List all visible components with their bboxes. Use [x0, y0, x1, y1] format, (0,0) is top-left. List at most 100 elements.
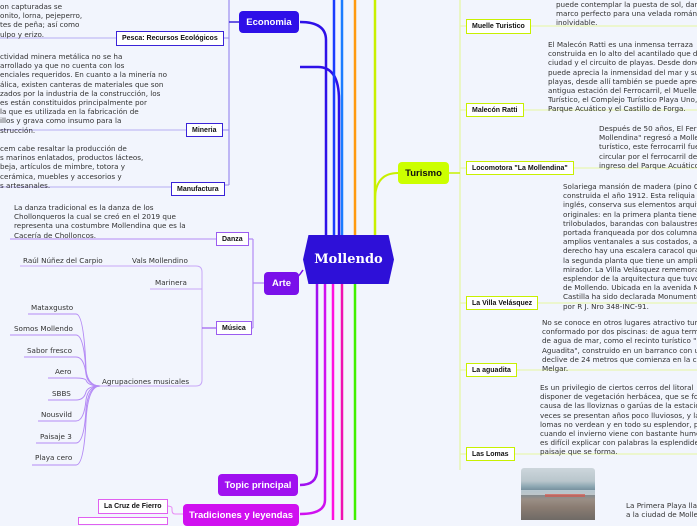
photo-surf [521, 490, 595, 495]
central-topic-shape [303, 235, 394, 284]
note-line: Cacería de Cholloncos. [14, 230, 97, 240]
central-topic-label: Mollendo [314, 252, 383, 267]
note-line: playas, desde allí también se puede apre… [548, 76, 697, 86]
mineria-note: ctividad minera metálica no se ha arroll… [0, 52, 167, 135]
note-line: arrollado ya que no cuenta con los [0, 61, 125, 71]
note-line: Turístico, el Complejo Turístico Playa U… [548, 95, 697, 105]
note-line: de agua de mar, como el recinto turístic… [542, 336, 697, 346]
subtopic-villa-velasquez[interactable]: La Villa Velásquez [466, 296, 539, 310]
subtopic-musica[interactable]: Música [216, 321, 252, 335]
leaf-raul-nunez[interactable]: Raúl Núñez del Carpio [23, 256, 103, 265]
note-line: a la ciudad de Molle [626, 510, 697, 520]
note-line: Chollonqueros la cual se creó en el 2019… [14, 212, 176, 222]
note-line: es difícil explicar con palabras la espl… [540, 438, 697, 448]
subtopic-danza[interactable]: Danza [216, 232, 249, 246]
subtopic-la-cruz-de-fierro[interactable]: La Cruz de Fierro [98, 499, 168, 514]
note-line: álica, existen canteras de materiales qu… [0, 79, 164, 89]
subtopic-las-lomas[interactable]: Las Lomas [466, 447, 515, 461]
note-line: ciudad y el circuito de playas. Desde do… [548, 58, 697, 68]
leaf-band[interactable]: SBBS [52, 389, 71, 398]
topic-turismo[interactable]: Turismo [398, 162, 449, 184]
note-line: ctividad minera metálica no se ha [0, 52, 123, 61]
note-line: amplios ventanales a sus costados, al [563, 237, 697, 247]
subtopic-malecon-ratti[interactable]: Malecón Ratti [466, 103, 524, 117]
note-line: por R J. Nro 348-INC-91. [563, 301, 649, 311]
leaf-vals-mollendino[interactable]: Vals Mollendino [132, 256, 188, 265]
note-line: antigua estación del Ferrocarril, el Mue… [548, 86, 697, 96]
leaf-marinera[interactable]: Marinera [155, 278, 187, 287]
leaf-band[interactable]: Playa cero [35, 453, 73, 462]
note-line: es están constituidos principalmente por [0, 98, 147, 108]
topic-principal[interactable]: Topic principal [218, 474, 298, 496]
note-line: inglés, conserva sus elementos arquit [563, 200, 697, 210]
note-line: zados por la industria de la construcció… [0, 88, 161, 98]
note-line: No se conoce en otros lugares atractivo … [542, 318, 697, 327]
note-line: strucción. [0, 125, 36, 135]
leaf-band[interactable]: Paisaje 3 [40, 432, 72, 441]
beach-photo[interactable] [521, 468, 595, 520]
subtopic-manufactura[interactable]: Manufactura [171, 182, 225, 196]
photo-umbrellas [545, 494, 585, 497]
note-line: trilobulados, barandas con balaustres, [563, 218, 697, 228]
lomas-note: Es un privilegio de ciertos cerros del l… [540, 383, 697, 457]
note-line: Solariega mansión de madera (pino O [563, 182, 697, 191]
note-line: declive de 24 metros que comienza en la … [542, 354, 697, 364]
note-line: s marinos enlatados, productos lácteos, [0, 153, 144, 163]
note-line: marco perfecto para una velada romántic [556, 9, 697, 19]
topic-arte[interactable]: Arte [264, 272, 299, 295]
central-topic-mollendo[interactable]: Mollendo [303, 235, 394, 284]
note-line: Aguadita", construido en un barranco con… [542, 345, 697, 355]
note-line: enciales requeridos. En cuanto a la mine… [0, 70, 168, 80]
note-line: illos y grava como insumo para la [0, 116, 122, 126]
note-line: construida el año 1912. Esta reliquia d [563, 191, 697, 201]
note-line: paisaje que se forma. [540, 447, 618, 457]
note-line: lomas no verdean y en todo su esplendor,… [540, 419, 697, 429]
muelle-note: puede contemplar la puesta de sol, dand … [556, 0, 697, 28]
leaf-band[interactable]: Mataxgusto [31, 303, 74, 312]
note-line: portada franqueada por dos columnas [563, 228, 697, 238]
note-line: ulpo y erizo. [0, 29, 45, 39]
subtopic-partial[interactable] [78, 517, 168, 525]
note-line: de Mollendo. Ubicada en la avenida M [563, 283, 697, 293]
note-line: cerámica, muebles y accesorios y [0, 171, 122, 181]
villa-note: Solariega mansión de madera (pino O cons… [563, 182, 697, 311]
note-line: puede aprecia la inmensidad del mar y su [548, 67, 697, 77]
subtopic-locomotora[interactable]: Locomotora "La Mollendina" [466, 161, 574, 175]
leaf-band[interactable]: Sabor fresco [27, 346, 73, 355]
note-line: circular por el ferrocarril del [599, 151, 697, 161]
subtopic-mineria[interactable]: Mineria [186, 123, 223, 137]
topic-economia[interactable]: Economia [239, 11, 299, 33]
note-line: onito, lorna, pejeperro, [0, 11, 83, 21]
locomotora-note: Después de 50 años, El Ferr Mollendina" … [599, 124, 697, 170]
note-line: s artesanales. [0, 180, 51, 190]
subtopic-muelle-turistico[interactable]: Muelle Turistico [466, 19, 531, 34]
note-line: La Primera Playa llar [626, 501, 697, 510]
note-line: conformado por dos piscinas: de agua ter… [542, 327, 697, 337]
leaf-band[interactable]: Nousvild [41, 410, 72, 419]
note-line: El Malecón Ratti es una inmensa terraza [548, 40, 694, 49]
note-line: disponer de vegetación herbácea, que se … [540, 392, 697, 402]
note-line: derecho hay una escalera caracol que [563, 246, 697, 256]
note-line: turístico, este ferrocarril fue [599, 142, 697, 152]
topic-tradiciones-y-leyendas[interactable]: Tradiciones y leyendas [183, 504, 299, 526]
subtopic-la-aguadita[interactable]: La aguadita [466, 363, 517, 377]
note-line: tes de peña; así como [0, 20, 80, 30]
leaf-agrupaciones-musicales[interactable]: Agrupaciones musicales [102, 377, 190, 386]
note-line: cuando el invierno viene con bastante hu… [540, 429, 697, 439]
danza-note: La danza tradicional es la danza de los … [14, 203, 186, 240]
leaf-band[interactable]: Aero [55, 367, 72, 376]
note-line: beja, artículos de mimbre, totora y [0, 162, 126, 172]
note-line: representa una costumbre Mollendina que … [14, 221, 186, 231]
note-line: ingreso del Parque Acuático [599, 160, 697, 170]
note-line: la que es utilizada en la fabricación de [0, 107, 139, 117]
note-line: esplendor de la arquitectura que tuvo [563, 274, 697, 284]
note-line: La danza tradicional es la danza de los [14, 203, 154, 212]
pesca-note: on capturadas se onito, lorna, pejeperro… [0, 2, 82, 39]
subtopic-pesca[interactable]: Pesca: Recursos Ecológicos [116, 31, 224, 46]
note-line: Después de 50 años, El Ferr [599, 124, 697, 133]
leaf-band[interactable]: Somos Mollendo [14, 324, 73, 333]
note-line: cem cabe resaltar la producción de [0, 144, 127, 153]
note-line: Es un privilegio de ciertos cerros del l… [540, 383, 694, 392]
note-line: mirador. La Villa Velásquez rememora [563, 264, 697, 274]
note-line: inolvidable. [556, 18, 598, 28]
